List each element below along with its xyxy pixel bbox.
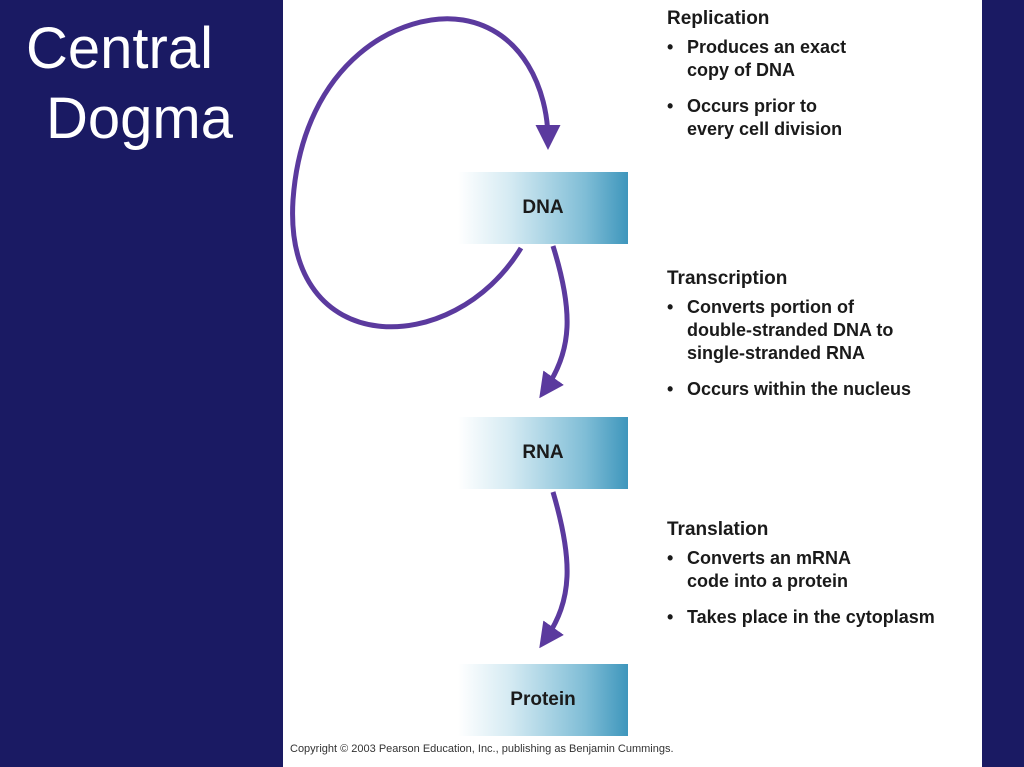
replication-heading: Replication bbox=[667, 8, 770, 29]
replication-bullet-1: Produces an exact copy of DNA bbox=[667, 36, 846, 82]
copyright-notice: Copyright © 2003 Pearson Education, Inc.… bbox=[290, 743, 674, 755]
translation-bullet-1: Converts an mRNA code into a protein bbox=[667, 547, 935, 593]
transcription-section: Transcription Converts portion of double… bbox=[667, 268, 911, 414]
transcription-bullet-1: Converts portion of double-stranded DNA … bbox=[667, 296, 911, 365]
translation-bullet-2: Takes place in the cytoplasm bbox=[667, 606, 935, 629]
replication-bullet-2: Occurs prior to every cell division bbox=[667, 95, 846, 141]
transcription-arrow bbox=[539, 245, 570, 399]
translation-section: Translation Converts an mRNA code into a… bbox=[667, 519, 935, 642]
translation-arrow bbox=[539, 491, 570, 649]
replication-section: Replication Produces an exact copy of DN… bbox=[667, 8, 846, 154]
replication-loop-arrow bbox=[290, 16, 561, 330]
transcription-heading: Transcription bbox=[667, 268, 788, 289]
protein-box: Protein bbox=[458, 664, 628, 736]
transcription-bullet-2: Occurs within the nucleus bbox=[667, 378, 911, 401]
title-line-1: Central bbox=[26, 16, 213, 81]
rna-box: RNA bbox=[458, 417, 628, 489]
dna-box: DNA bbox=[458, 172, 628, 244]
slide-title: Central Dogma bbox=[26, 14, 233, 154]
arrows-layer bbox=[290, 16, 570, 649]
title-line-2: Dogma bbox=[46, 86, 233, 151]
central-dogma-figure: DNA RNA Protein Replication Produces an … bbox=[283, 0, 982, 767]
translation-heading: Translation bbox=[667, 519, 769, 540]
